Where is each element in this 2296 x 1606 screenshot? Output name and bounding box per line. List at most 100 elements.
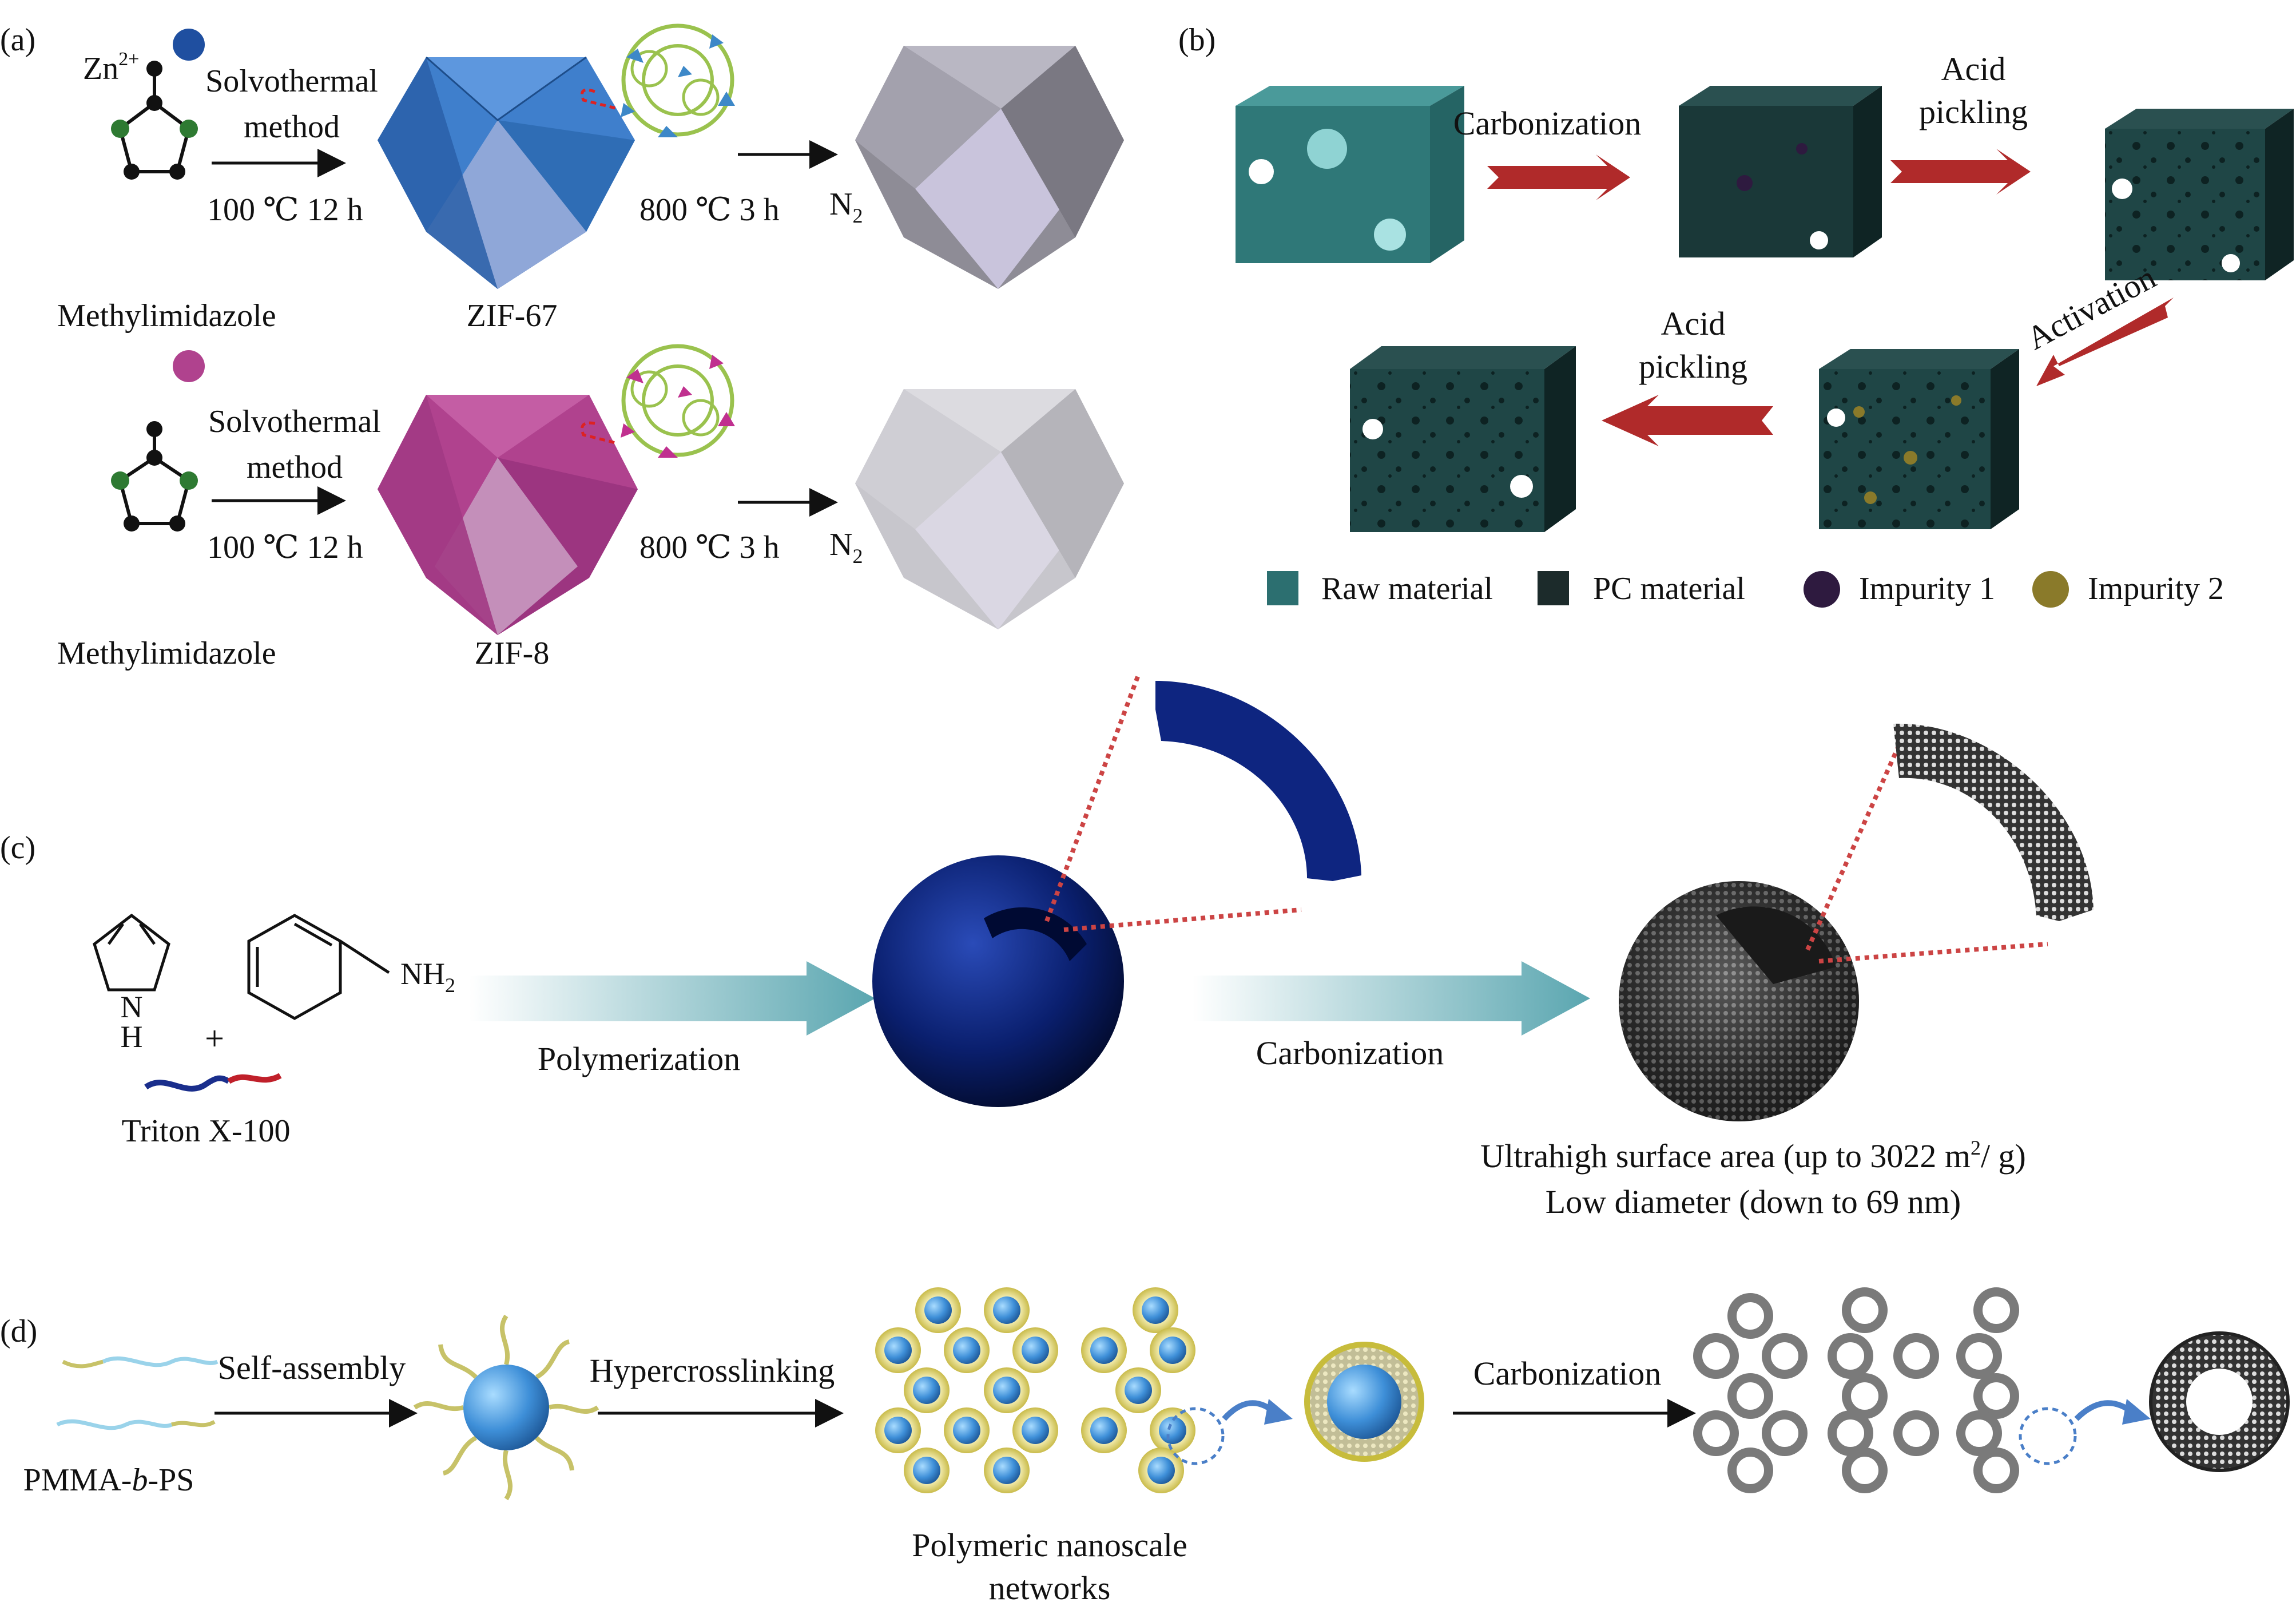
carbonized-zif8-crystal <box>855 389 1124 629</box>
linker-top: Methylimidazole <box>57 298 276 334</box>
zoom-link-c1a <box>1044 674 1141 922</box>
carbon-ring <box>1762 1410 1808 1456</box>
network-node <box>1081 1407 1127 1453</box>
carbon-ring <box>1693 1410 1739 1456</box>
network-node <box>944 1327 990 1373</box>
network-node <box>984 1287 1030 1333</box>
precursor-post: -PS <box>148 1462 194 1498</box>
polymer-sphere <box>872 855 1124 1107</box>
carbon-ring <box>1956 1410 2002 1456</box>
network-node <box>944 1407 990 1453</box>
red-arrow-3 <box>2036 298 2174 386</box>
network-node <box>875 1407 921 1453</box>
network-node <box>984 1448 1030 1493</box>
method-top-line2: method <box>244 109 340 145</box>
network-node <box>1150 1327 1195 1373</box>
result-surface-area-text: Ultrahigh surface area (up to 3022 m <box>1480 1137 1971 1175</box>
zoom-link-c2b <box>1818 942 2048 963</box>
atmosphere-bottom: N2 <box>829 527 863 568</box>
atmosphere-top-symbol: N <box>829 187 852 222</box>
result-surface-area-sup: 2 <box>1971 1136 1981 1159</box>
legend-item-impurity-2: Impurity 2 <box>2032 571 2224 608</box>
legend-label-impurity-1: Impurity 1 <box>1859 571 1995 606</box>
network-node <box>915 1287 961 1333</box>
polymer-network <box>875 1287 1195 1493</box>
zif8-framework-icon <box>621 344 735 458</box>
final-porous-cube <box>1350 346 1576 532</box>
triton-surfactant-icon <box>144 1075 231 1092</box>
carbonization-condition-bottom: 800 ℃ 3 h <box>639 530 780 565</box>
network-label-line1: Polymeric nanoscale <box>912 1526 1187 1564</box>
legend-item-impurity-1: Impurity 1 <box>1804 571 1995 608</box>
zif8-crystal <box>378 395 638 635</box>
zn-ion-icon <box>173 29 205 61</box>
legend-label-raw-material: Raw material <box>1321 571 1493 606</box>
precursor-pre: PMMA- <box>23 1462 132 1498</box>
core-shell-nanoparticle <box>1304 1342 1424 1462</box>
product-bottom: ZIF-8 <box>475 636 550 671</box>
carbon-ring <box>1828 1410 1873 1456</box>
carbon-ring <box>1973 1373 2019 1419</box>
pyrrole-n: N <box>121 990 143 1024</box>
pyrrole-h: H <box>121 1020 143 1054</box>
carbonization-condition-top: 800 ℃ 3 h <box>639 192 780 228</box>
network-node <box>875 1327 921 1373</box>
pc-cube-2 <box>2105 109 2294 280</box>
legend-label-impurity-2: Impurity 2 <box>2088 571 2224 606</box>
network-node <box>984 1367 1030 1413</box>
step-activation: Activation <box>2020 259 2162 357</box>
network-node <box>904 1367 950 1413</box>
carbonized-zif67-crystal <box>855 46 1124 289</box>
pc-cube-1 <box>1679 86 1882 257</box>
legend-item-pc-material: PC material <box>1538 571 1745 606</box>
network-node <box>1133 1287 1178 1333</box>
result-diameter: Low diameter (down to 69 nm) <box>1546 1183 1961 1220</box>
step-acid-pickling-2-line2: pickling <box>1639 348 1747 385</box>
product-top: ZIF-67 <box>467 298 558 334</box>
raw-material-cube <box>1236 86 1464 263</box>
method-top-line1: Solvothermal <box>205 64 378 99</box>
result-surface-area-end: / g) <box>1981 1137 2026 1175</box>
linker-bottom: Methylimidazole <box>57 636 276 671</box>
carbon-ring <box>1893 1333 1939 1379</box>
carbon-ring <box>1727 1373 1773 1419</box>
carbon-sphere <box>1619 881 1859 1121</box>
step-acid-pickling-1-line2: pickling <box>1919 93 2028 130</box>
legend-label-pc-material: PC material <box>1593 571 1745 606</box>
methylimidazole-molecule-icon-bottom <box>111 421 198 532</box>
zoom-link-c1b <box>1063 907 1302 932</box>
step-carbonization-d: Carbonization <box>1473 1355 1662 1392</box>
copolymer-chains-icon <box>56 1356 219 1430</box>
legend-item-raw-material: Raw material <box>1267 571 1493 606</box>
step-acid-pickling-2-line1: Acid <box>1661 305 1726 342</box>
highlight-circle-network <box>1166 1407 1225 1465</box>
carbon-ring <box>1842 1373 1888 1419</box>
method-bottom-line1: Solvothermal <box>208 404 381 439</box>
atmosphere-bottom-sub: 2 <box>852 545 863 568</box>
carbon-ring <box>1828 1333 1873 1379</box>
carbon-ring <box>1727 1293 1773 1339</box>
red-arrow-2 <box>1890 149 2031 195</box>
step-acid-pickling-1-line1: Acid <box>1941 50 2006 88</box>
red-arrow-4 <box>1602 395 1773 446</box>
panel-b-label: (b) <box>1178 22 1215 58</box>
aniline-nh2: NH2 <box>400 957 455 997</box>
network-node <box>1115 1367 1161 1413</box>
activated-cube <box>1819 349 2019 529</box>
network-node <box>1150 1407 1195 1453</box>
network-node <box>1081 1327 1127 1373</box>
step-polymerization: Polymerization <box>538 1040 740 1077</box>
aniline-nh2-sub: 2 <box>445 974 455 997</box>
pyrrole-structure-icon <box>93 913 170 992</box>
ion-symbol: Zn <box>83 51 118 86</box>
zoom-link-bottom <box>581 421 618 445</box>
activation-label-group: Activation <box>2020 259 2162 357</box>
synthesis-condition-bottom: 100 ℃ 12 h <box>207 530 363 565</box>
precursor-label: PMMA-b-PS <box>23 1462 194 1498</box>
highlight-circle-carbon <box>2019 1407 2077 1465</box>
step-carbonization-c: Carbonization <box>1256 1034 1444 1072</box>
ion-label: Zn2+ <box>83 49 139 86</box>
zif67-crystal <box>378 56 635 289</box>
carbon-ring <box>1842 1287 1888 1333</box>
